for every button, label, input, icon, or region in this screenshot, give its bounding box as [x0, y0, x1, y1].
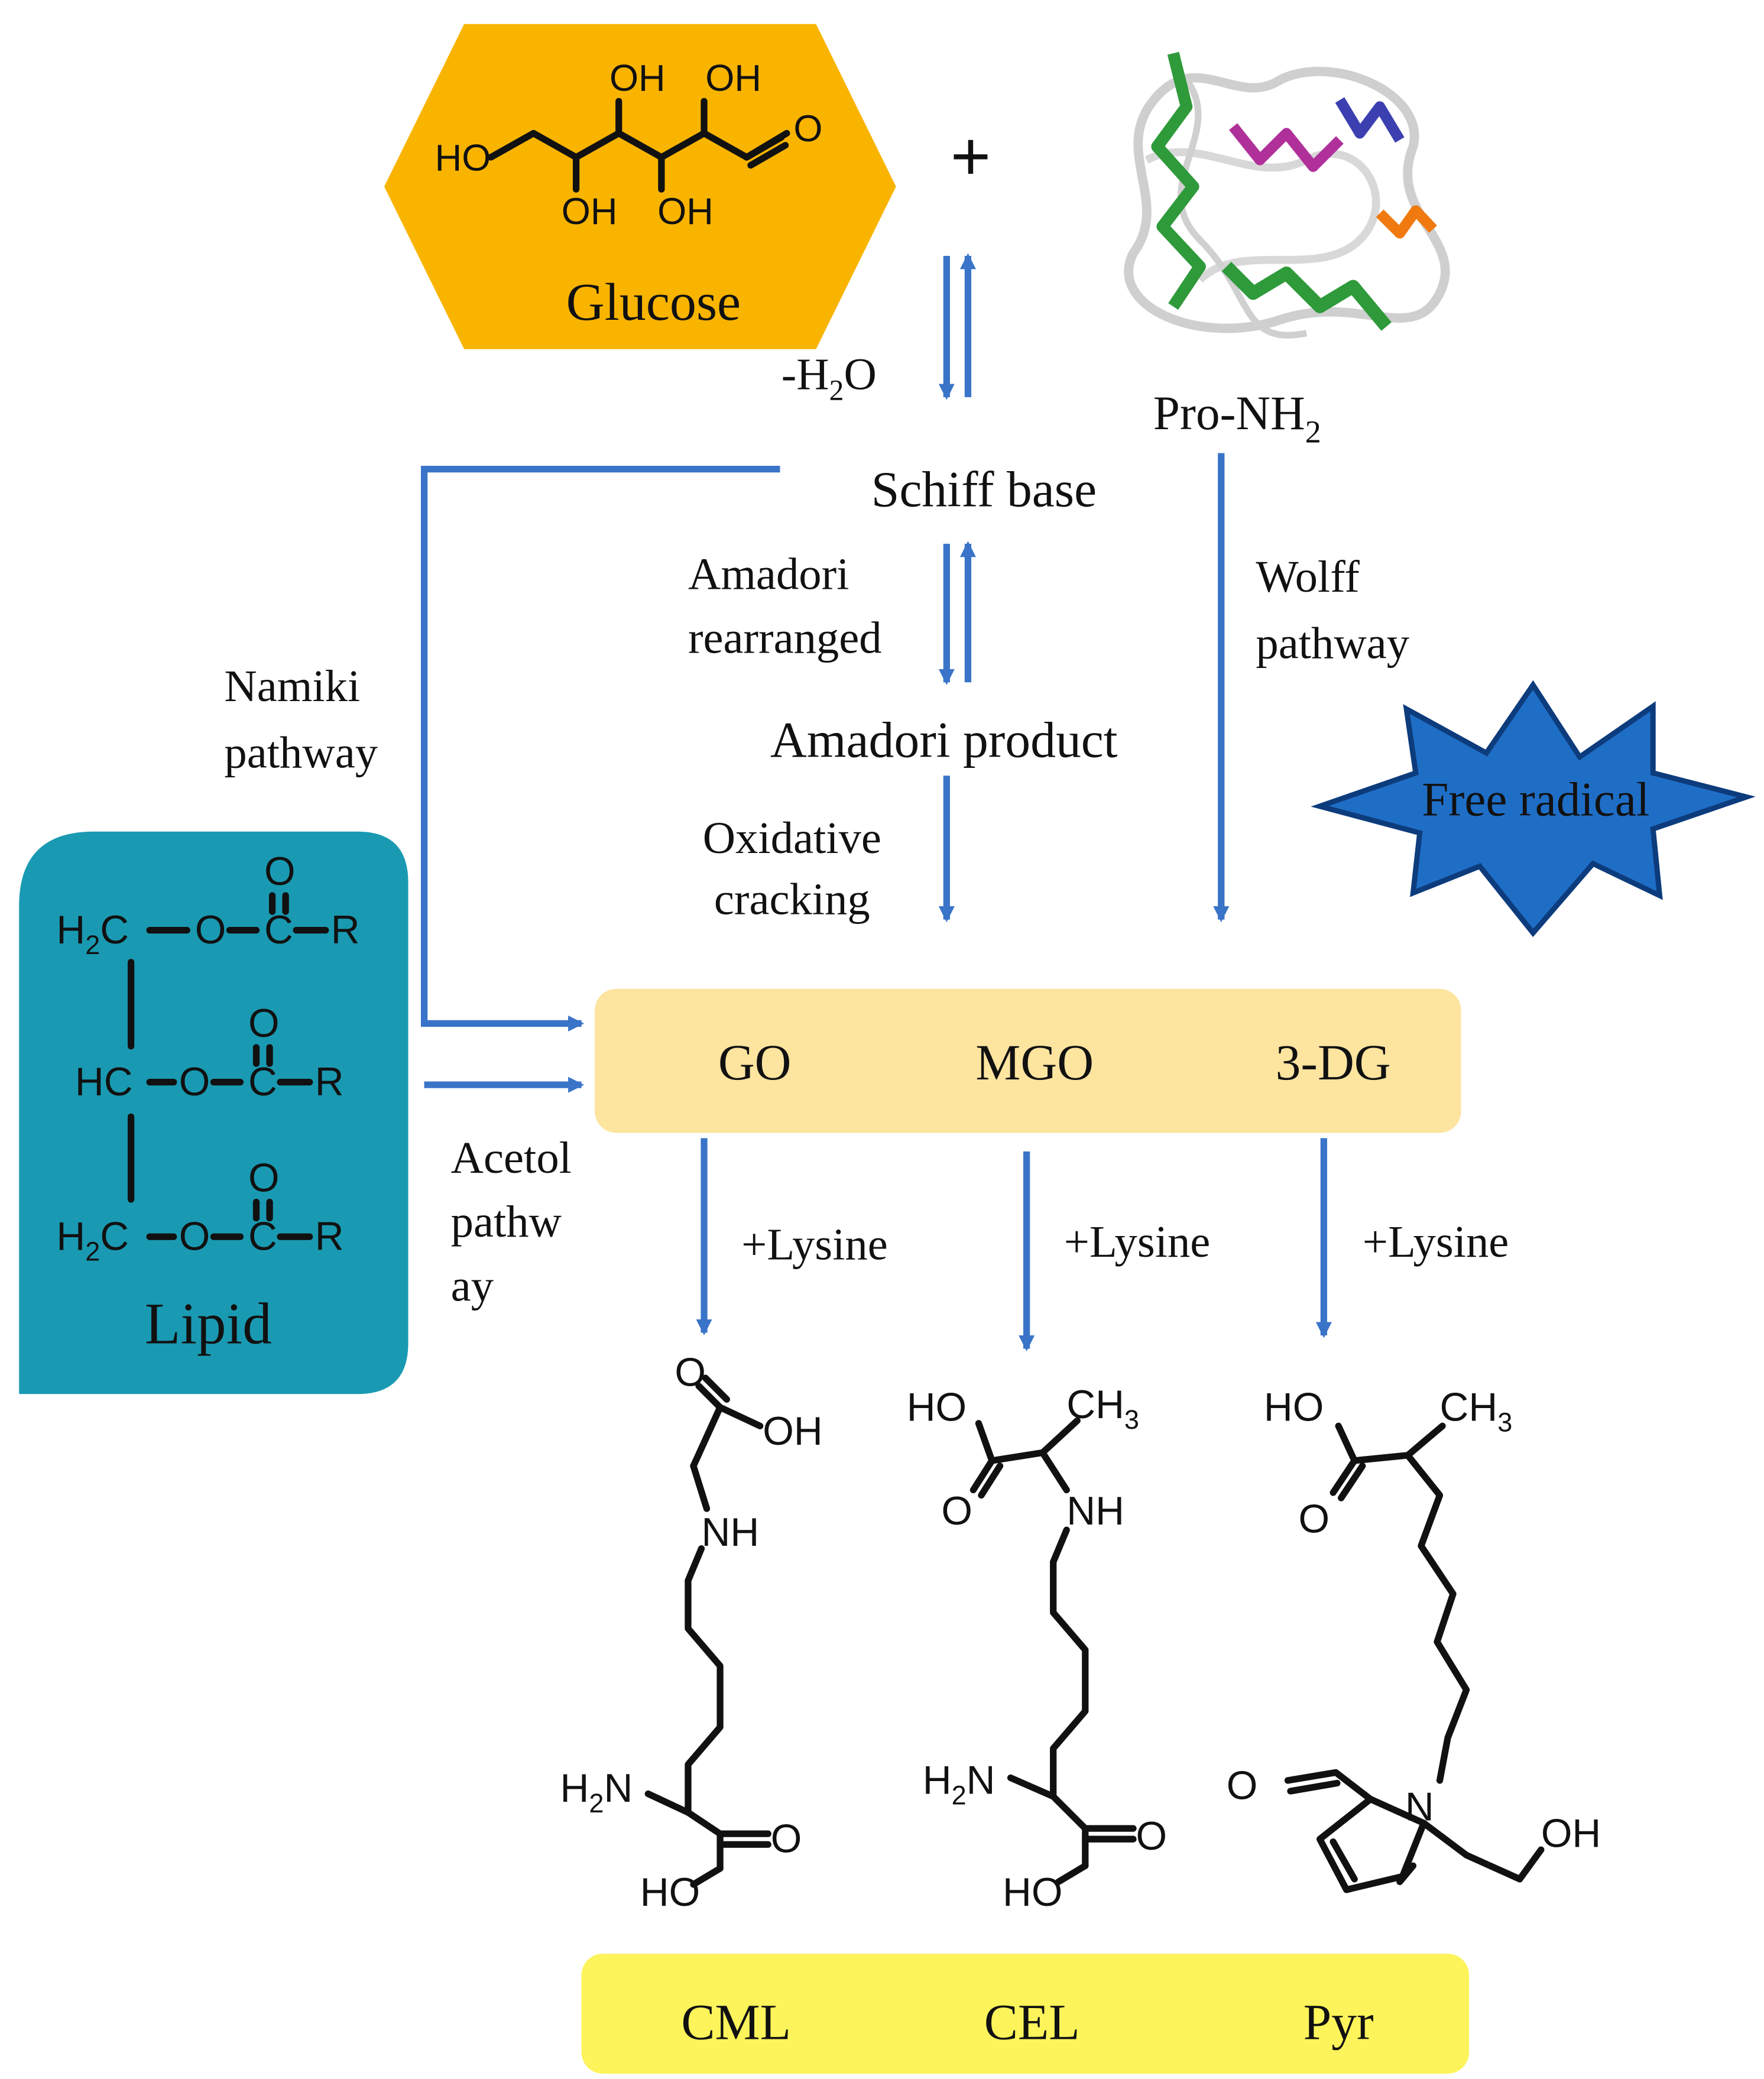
lipid-row2-carbonyl-o: O: [248, 1001, 280, 1046]
product-cel: CEL: [984, 1994, 1080, 2050]
cel-h2n: H2N: [923, 1759, 996, 1811]
lipid-row3-r: R: [315, 1215, 344, 1259]
glucose-oh-3: OH: [562, 191, 618, 232]
products-box: [581, 1954, 1470, 2074]
glucose-hexagon: [384, 24, 896, 349]
glucose-skeleton: [487, 129, 790, 161]
free-radical-label: Free radical: [1422, 773, 1649, 826]
protein-structure-icon: [1124, 51, 1450, 339]
dehydration-label: -H2O: [782, 349, 877, 406]
plus-sign: +: [951, 117, 991, 194]
lysine-label-3: +Lysine: [1363, 1217, 1509, 1267]
cel-ho2: HO: [1003, 1870, 1062, 1915]
lipid-row2-hc: HC: [75, 1060, 133, 1104]
lipid-row1-h2c: H2C: [56, 908, 129, 960]
protein-label: Pro-NH2: [1153, 387, 1321, 450]
glucose-label: Glucose: [566, 273, 741, 332]
schiff-base-label: Schiff base: [871, 462, 1097, 518]
lipid-row3-o: O: [179, 1215, 210, 1259]
cml-h2n: H2N: [560, 1766, 633, 1818]
lipid-row3-c: C: [248, 1215, 277, 1259]
pyr-n: N: [1405, 1785, 1434, 1830]
pyr-ch3: CH3: [1440, 1385, 1513, 1437]
glucose-oh-1: OH: [609, 57, 666, 99]
cel-o: O: [941, 1489, 972, 1533]
dicarbonyl-box: [595, 988, 1461, 1133]
glucose-oh-2: OH: [705, 57, 761, 99]
pyr-o2: O: [1227, 1764, 1258, 1808]
pyr-structure: HO CH3 O O N OH: [1227, 1385, 1601, 1893]
cel-ch3: CH3: [1066, 1383, 1139, 1435]
product-pyr: Pyr: [1303, 1994, 1374, 2050]
cml-o2: O: [771, 1817, 802, 1861]
cel-nh: NH: [1066, 1489, 1124, 1533]
cel-structure: HO CH3 O NH H2N O HO: [907, 1383, 1167, 1915]
pyr-ho: HO: [1264, 1385, 1324, 1429]
cml-o: O: [675, 1351, 706, 1395]
lipid-row2-c: C: [248, 1060, 277, 1104]
cel-ho: HO: [907, 1385, 967, 1429]
amadori-product-label: Amadori product: [770, 712, 1118, 768]
arrow-namiki-pathway: [420, 465, 780, 1032]
lysine-label-2: +Lysine: [1064, 1217, 1211, 1267]
pyr-o: O: [1299, 1497, 1330, 1542]
cml-structure: O OH NH H2N O HO: [560, 1351, 823, 1915]
product-cml: CML: [681, 1994, 791, 2050]
lipid-box: [19, 831, 408, 1394]
glucose-oh-4: OH: [657, 191, 714, 232]
glucose-o: O: [793, 108, 822, 150]
cml-nh: NH: [702, 1510, 760, 1555]
lipid-label: Lipid: [145, 1292, 272, 1357]
free-radical-star: [1311, 680, 1756, 938]
dicarbonyl-mgo: MGO: [975, 1034, 1094, 1091]
lipid-row1-o: O: [195, 908, 226, 952]
glucose-node: OH OH HO O OH OH Glucose: [384, 24, 896, 349]
lipid-row2-r: R: [315, 1060, 344, 1104]
lipid-row3-h2c: H2C: [56, 1215, 129, 1267]
lipid-row2-o: O: [179, 1060, 210, 1104]
lysine-label-1: +Lysine: [741, 1219, 888, 1269]
cml-ho: HO: [640, 1870, 700, 1915]
dicarbonyl-3dg: 3-DG: [1276, 1034, 1391, 1091]
glucose-ho: HO: [435, 138, 491, 179]
lipid-row1-carbonyl-o: O: [264, 849, 296, 894]
lipid-row1-r: R: [331, 908, 360, 952]
pyr-oh: OH: [1541, 1812, 1601, 1856]
free-radical-node: Free radical: [1311, 680, 1756, 938]
dicarbonyl-go: GO: [718, 1034, 792, 1091]
cel-o2: O: [1136, 1814, 1167, 1859]
lipid-row1-c: C: [264, 908, 293, 952]
cml-oh: OH: [763, 1409, 822, 1454]
lipid-row3-carbonyl-o: O: [248, 1156, 280, 1201]
lipid-node: H2C O C R O HC O C R O H2C O C R O Lipid: [19, 831, 408, 1394]
